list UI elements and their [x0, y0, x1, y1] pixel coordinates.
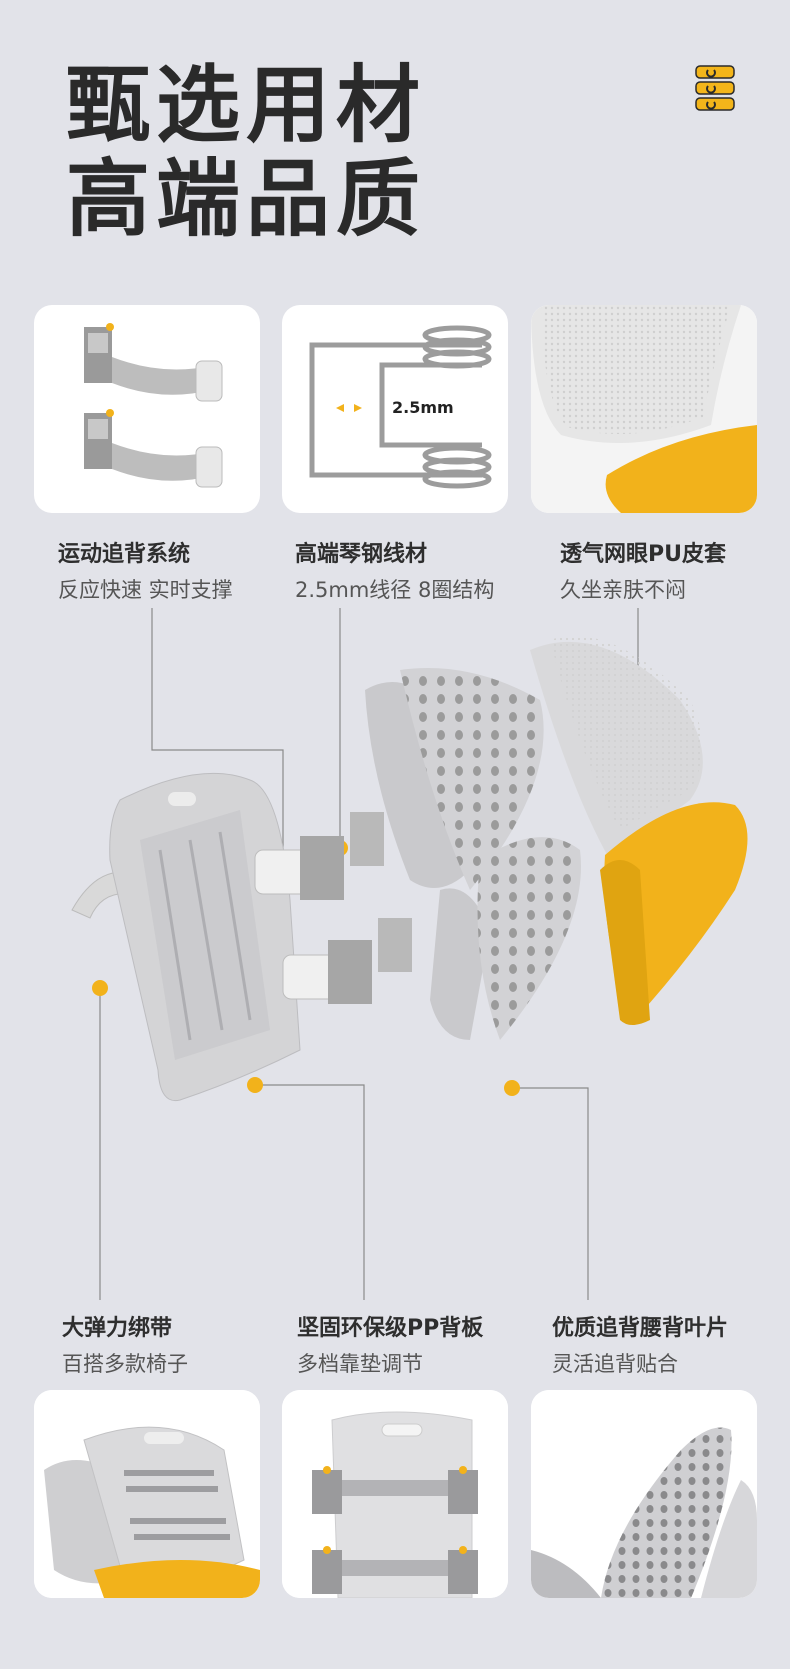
feature-strap: 大弹力绑带 百搭多款椅子 — [62, 1310, 188, 1378]
feature-back-plate: 坚固环保级PP背板 多档靠垫调节 — [297, 1310, 483, 1378]
card-lumbar-leaves-photo — [531, 1390, 757, 1598]
spine-logo-icon — [690, 62, 740, 118]
exploded-product-diagram — [71, 608, 748, 1300]
card-spring-wire: 2.5mm — [282, 305, 508, 513]
lumbar-leaves — [365, 668, 581, 1040]
lumbar-leaves-photo-image — [531, 1390, 757, 1598]
tracking-brackets — [254, 812, 412, 1004]
pp-back-plate — [109, 772, 301, 1102]
feature-spring-wire: 高端琴钢线材 2.5mm线径 8圈结构 — [295, 536, 494, 604]
feature-subtitle: 反应快速 实时支撑 — [58, 578, 233, 602]
feature-subtitle: 灵活追背贴合 — [552, 1352, 678, 1376]
mesh-pu-cushion — [530, 636, 748, 1025]
feature-title: 优质追背腰背叶片 — [552, 1316, 729, 1341]
headline-line-1: 甄选用材 — [66, 56, 427, 154]
headline-line-2: 高端品质 — [66, 150, 427, 248]
feature-subtitle: 多档靠垫调节 — [297, 1352, 423, 1376]
feature-tracking-system: 运动追背系统 反应快速 实时支撑 — [58, 536, 233, 604]
spring-wire-image — [309, 325, 492, 489]
feature-title: 坚固环保级PP背板 — [297, 1316, 484, 1341]
card-tracking-system — [34, 305, 260, 513]
mesh-cover-image — [531, 305, 757, 513]
card-strap-photo — [34, 1390, 260, 1598]
card-mesh-cover — [531, 305, 757, 513]
feature-title: 大弹力绑带 — [62, 1316, 173, 1341]
spring-dimension-label: 2.5mm — [392, 398, 454, 417]
feature-lumbar-leaves: 优质追背腰背叶片 灵活追背贴合 — [552, 1310, 728, 1378]
feature-title: 高端琴钢线材 — [295, 542, 428, 567]
strap-photo-image — [34, 1390, 260, 1598]
feature-mesh-cover: 透气网眼PU皮套 久坐亲肤不闷 — [560, 536, 726, 604]
back-plate-photo-image — [282, 1390, 508, 1598]
feature-subtitle: 久坐亲肤不闷 — [560, 578, 686, 602]
card-back-plate-photo — [282, 1390, 508, 1598]
feature-subtitle: 2.5mm线径 8圈结构 — [295, 578, 495, 602]
tracking-bracket-image — [84, 323, 223, 488]
headline: 甄选用材 高端品质 — [66, 58, 426, 246]
feature-title: 透气网眼PU皮套 — [560, 542, 726, 567]
feature-subtitle: 百搭多款椅子 — [62, 1352, 188, 1376]
feature-title: 运动追背系统 — [58, 542, 191, 567]
